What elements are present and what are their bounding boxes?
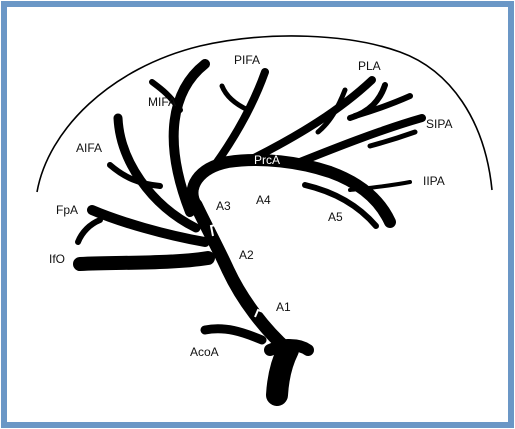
label-aifa: AIFA xyxy=(76,141,102,155)
label-a5: A5 xyxy=(328,210,343,224)
blue-border xyxy=(4,4,511,425)
label-a3: A3 xyxy=(216,199,231,213)
label-a1: A1 xyxy=(276,300,291,314)
label-a4: A4 xyxy=(256,193,271,207)
label-pla: PLA xyxy=(358,59,381,73)
label-fpa: FpA xyxy=(56,203,78,217)
label-prca: PrcA xyxy=(254,153,280,167)
label-a2: A2 xyxy=(239,248,254,262)
label-acoa: AcoA xyxy=(190,345,219,359)
label-sipa: SIPA xyxy=(426,117,452,131)
label-mifa: MIFA xyxy=(148,95,176,109)
vessel-root xyxy=(277,350,288,395)
label-pifa: PIFA xyxy=(234,53,260,67)
vessel-ifo xyxy=(80,258,208,264)
label-iipa: IIPA xyxy=(423,174,445,188)
label-ifo: IfO xyxy=(49,252,65,266)
